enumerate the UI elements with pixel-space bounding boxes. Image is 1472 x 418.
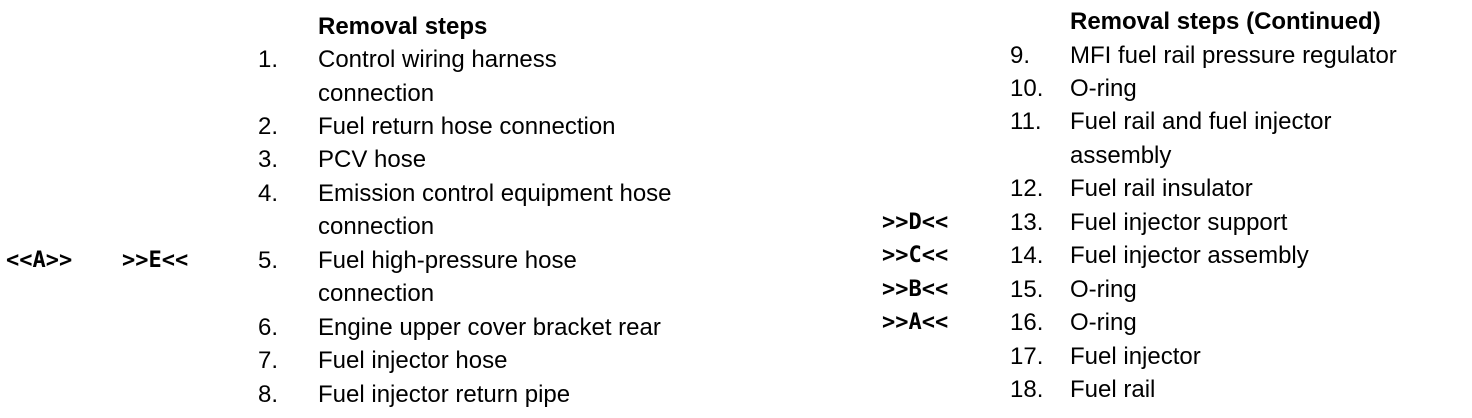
step-number: 14. bbox=[1010, 242, 1044, 269]
service-point-mark: >>A<< bbox=[882, 310, 949, 335]
step-number: 8. bbox=[258, 381, 279, 408]
step-text: O-ring bbox=[1070, 75, 1137, 102]
step-text: Fuel injector support bbox=[1070, 209, 1288, 236]
step-number: 12. bbox=[1010, 175, 1044, 202]
step-text-continued: connection bbox=[318, 213, 435, 240]
step-text: Fuel injector assembly bbox=[1070, 242, 1309, 269]
step-number: 7. bbox=[258, 347, 279, 374]
step-text-continued: connection bbox=[318, 80, 435, 107]
step-text: PCV hose bbox=[318, 146, 427, 173]
step-number: 13. bbox=[1010, 209, 1044, 236]
step-text: MFI fuel rail pressure regulator bbox=[1070, 42, 1397, 69]
service-point-mark: <<A>> bbox=[6, 248, 73, 273]
step-text: Emission control equipment hose bbox=[318, 180, 672, 207]
step-number: 5. bbox=[258, 247, 279, 274]
step-text: Fuel rail insulator bbox=[1070, 175, 1253, 202]
step-number: 17. bbox=[1010, 343, 1044, 370]
step-text: Fuel injector hose bbox=[318, 347, 508, 374]
step-number: 6. bbox=[258, 314, 279, 341]
step-text: O-ring bbox=[1070, 276, 1137, 303]
step-number: 11. bbox=[1010, 108, 1042, 135]
left-heading: Removal steps bbox=[318, 13, 488, 40]
step-number: 4. bbox=[258, 180, 279, 207]
right-heading: Removal steps (Continued) bbox=[1070, 8, 1381, 35]
step-number: 3. bbox=[258, 146, 279, 173]
step-text-continued: connection bbox=[318, 280, 435, 307]
step-number: 16. bbox=[1010, 309, 1044, 336]
step-number: 15. bbox=[1010, 276, 1044, 303]
step-text: Fuel return hose connection bbox=[318, 113, 616, 140]
step-number: 10. bbox=[1010, 75, 1044, 102]
step-number: 2. bbox=[258, 113, 279, 140]
step-number: 9. bbox=[1010, 42, 1031, 69]
step-text: Fuel high-pressure hose bbox=[318, 247, 577, 274]
step-text-continued: assembly bbox=[1070, 142, 1172, 169]
step-number: 18. bbox=[1010, 376, 1044, 403]
service-point-mark: >>C<< bbox=[882, 243, 949, 268]
service-point-mark: >>B<< bbox=[882, 277, 949, 302]
service-point-mark: >>E<< bbox=[122, 248, 189, 273]
step-text: Fuel injector bbox=[1070, 343, 1201, 370]
service-point-mark: >>D<< bbox=[882, 210, 949, 235]
step-text: Fuel injector return pipe bbox=[318, 381, 571, 408]
step-text: Fuel rail bbox=[1070, 376, 1156, 403]
step-text: Engine upper cover bracket rear bbox=[318, 314, 661, 341]
step-number: 1. bbox=[258, 46, 279, 73]
step-text: O-ring bbox=[1070, 309, 1137, 336]
step-text: Control wiring harness bbox=[318, 46, 557, 73]
step-text: Fuel rail and fuel injector bbox=[1070, 108, 1332, 135]
